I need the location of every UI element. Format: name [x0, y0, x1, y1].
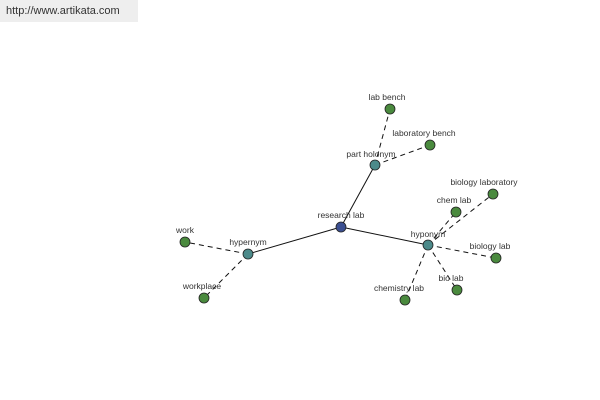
edge-hyponym-chemistry-lab	[404, 244, 429, 301]
node-hyponym-label[interactable]: hyponym	[411, 229, 446, 239]
node-center-label[interactable]: research lab	[318, 210, 365, 220]
graph-nodes: research lab part holonym hypernym hyponym l…	[175, 92, 518, 306]
graph-edges	[184, 108, 497, 301]
node-work-dot[interactable]	[179, 236, 191, 248]
edge-center-part-holonym	[340, 164, 376, 228]
node-biology-lab-label[interactable]: biology lab	[470, 241, 511, 251]
node-hyponym-dot[interactable]	[422, 239, 434, 251]
edge-hyponym-chem-lab	[427, 211, 457, 246]
node-bio-lab-dot[interactable]	[451, 284, 463, 296]
edge-hyponym-bio-lab	[427, 244, 458, 291]
node-chem-lab-dot[interactable]	[450, 206, 462, 218]
url-link[interactable]: http://www.artikata.com	[0, 0, 138, 22]
node-bio-lab[interactable]: bio lab	[438, 273, 464, 296]
node-center-dot[interactable]	[335, 221, 347, 233]
node-lab-bench-label[interactable]: lab bench	[369, 92, 406, 102]
node-part-holonym[interactable]: part holonym	[346, 149, 396, 171]
edge-part-holonym-lab-bench	[374, 108, 391, 166]
node-chemistry-lab-dot[interactable]	[399, 294, 411, 306]
node-biology-laboratory[interactable]: biology laboratory	[450, 177, 518, 200]
node-chem-lab[interactable]: chem lab	[437, 195, 472, 218]
node-workplace[interactable]: workplace	[182, 281, 222, 304]
edge-center-hyponym	[340, 226, 429, 246]
node-chemistry-lab[interactable]: chemistry lab	[374, 283, 424, 306]
node-work-label[interactable]: work	[175, 225, 195, 235]
edge-hypernym-work	[184, 241, 249, 255]
node-center[interactable]: research lab	[318, 210, 365, 233]
node-workplace-label[interactable]: workplace	[182, 281, 222, 291]
edge-center-hypernym	[247, 226, 342, 255]
node-biology-laboratory-dot[interactable]	[487, 188, 499, 200]
node-hypernym-label[interactable]: hypernym	[229, 237, 266, 247]
node-hypernym[interactable]: hypernym	[229, 237, 267, 260]
edge-hyponym-biology-lab	[427, 244, 497, 259]
node-hyponym[interactable]: hyponym	[411, 229, 446, 251]
node-laboratory-bench[interactable]: laboratory bench	[392, 128, 456, 151]
node-laboratory-bench-dot[interactable]	[424, 139, 436, 151]
node-part-holonym-dot[interactable]	[369, 159, 381, 171]
node-chemistry-lab-label[interactable]: chemistry lab	[374, 283, 424, 293]
edge-part-holonym-laboratory-bench	[374, 144, 431, 166]
node-work[interactable]: work	[175, 225, 195, 248]
node-bio-lab-label[interactable]: bio lab	[438, 273, 463, 283]
node-hypernym-dot[interactable]	[242, 248, 254, 260]
node-biology-lab-dot[interactable]	[490, 252, 502, 264]
node-lab-bench[interactable]: lab bench	[369, 92, 406, 115]
node-biology-lab[interactable]: biology lab	[470, 241, 511, 264]
node-chem-lab-label[interactable]: chem lab	[437, 195, 472, 205]
node-laboratory-bench-label[interactable]: laboratory bench	[392, 128, 456, 138]
node-lab-bench-dot[interactable]	[384, 103, 396, 115]
edge-hyponym-biology-laboratory	[427, 193, 494, 246]
node-workplace-dot[interactable]	[198, 292, 210, 304]
edge-hypernym-workplace	[203, 253, 249, 299]
node-biology-laboratory-label[interactable]: biology laboratory	[450, 177, 518, 187]
node-part-holonym-label[interactable]: part holonym	[346, 149, 395, 159]
